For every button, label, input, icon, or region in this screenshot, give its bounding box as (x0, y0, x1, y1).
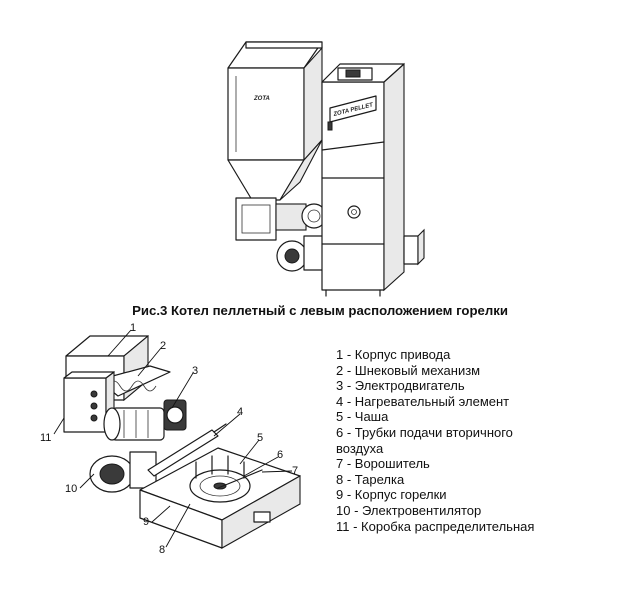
legend-item: 3 - Электродвигатель (336, 378, 465, 394)
callout-3: 3 (192, 365, 198, 377)
callout-10: 10 (65, 483, 77, 495)
legend-item: 11 - Коробка распределительная (336, 518, 535, 534)
callout-5: 5 (257, 432, 263, 444)
callout-2: 2 (160, 340, 166, 352)
parts-legend: 1 - Корпус привода 2 - Шнековый механизм… (336, 347, 631, 534)
heating-element (147, 429, 219, 477)
legend-item: 1 - Корпус привода (336, 347, 451, 362)
legend-item: 9 - Корпус горелки (336, 487, 447, 503)
callout-7: 7 (292, 465, 298, 477)
legend-item: 8 - Тарелка (336, 471, 405, 487)
callout-9: 9 (143, 516, 149, 528)
boiler-drawing: ZOTA ZOTA PELLET (227, 41, 425, 297)
legend-item: 6 - Трубки подачи вторичного воздуха (336, 424, 513, 456)
callout-8: 8 (159, 544, 165, 556)
legend-item: 5 - Чаша (336, 409, 389, 425)
callout-6: 6 (277, 449, 283, 461)
callout-1: 1 (130, 322, 136, 334)
legend-item: 10 - Электровентилятор (336, 502, 482, 518)
legend-item: 4 - Нагревательный элемент (336, 393, 510, 409)
hopper-brand-text: ZOTA (253, 96, 270, 102)
distribution-box (63, 377, 107, 433)
legend-item: 2 - Шнековый механизм (336, 362, 481, 378)
callout-4: 4 (237, 406, 243, 418)
callout-11: 11 (40, 432, 51, 444)
stirrer (217, 469, 263, 489)
figure-caption: Рис.3 Котел пеллетный с левым расположен… (132, 303, 508, 318)
legend-item: 7 - Ворошитель (336, 456, 430, 472)
